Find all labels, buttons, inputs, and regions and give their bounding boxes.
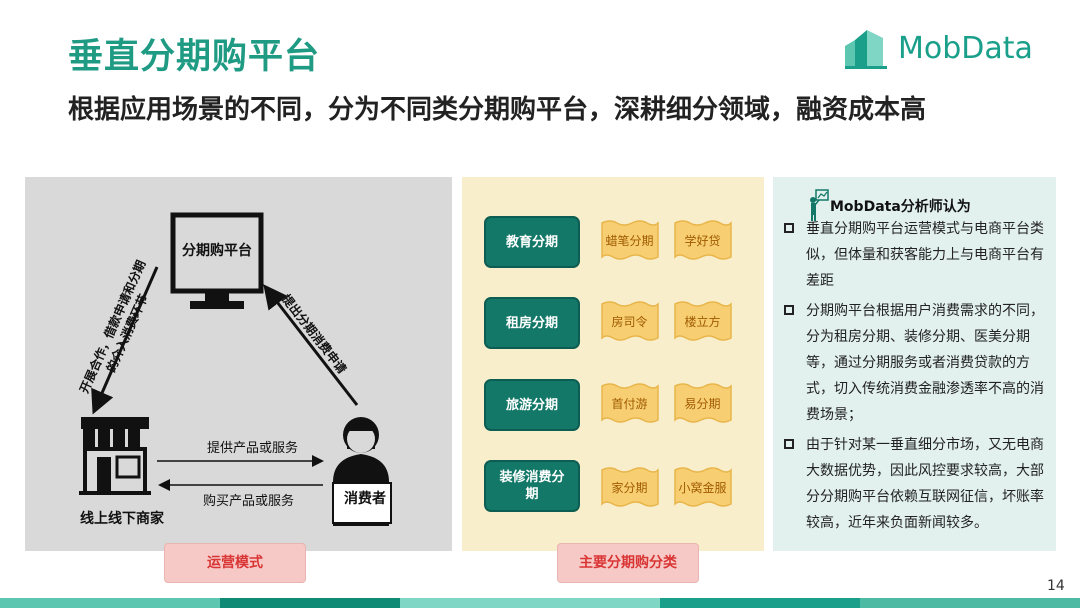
- bullet-square-icon: [784, 432, 794, 458]
- analyst-presenter-icon: [810, 189, 829, 221]
- page-title: 垂直分期购平台: [68, 37, 321, 77]
- analyst-bullet-3: 由于针对某一垂直细分市场，又无电商大数据优势，因此风控要求较高，大部分分期购平台…: [806, 437, 1044, 531]
- logo-text: MobData: [898, 31, 1033, 66]
- analyst-bullet-2: 分期购平台根据用户消费需求的不同，分为租房分期、装修分期、医美分期等，通过分期服…: [806, 303, 1044, 423]
- category-rental: 租房分期: [484, 297, 580, 349]
- brand-scroll: 房司令: [599, 300, 660, 344]
- mobdata-logo-icon: [845, 30, 887, 69]
- buy-products-label: 购买产品或服务: [203, 494, 295, 509]
- monitor-icon: [170, 212, 264, 309]
- operating-model-diagram: [79, 212, 392, 526]
- brand-scroll: 易分期: [672, 382, 733, 426]
- analyst-panel: [773, 177, 1056, 551]
- category-decoration: 装修消费分期: [484, 460, 580, 512]
- operating-model-tag: 运营模式: [164, 543, 306, 583]
- brand-scroll: 蜡笔分期: [599, 219, 660, 263]
- brand-scroll: 小窝金服: [672, 466, 733, 510]
- bullet-square-icon: [784, 216, 794, 242]
- provide-products-label: 提供产品或服务: [207, 441, 299, 456]
- brand-scroll: 楼立方: [672, 300, 733, 344]
- brand-scroll: 首付游: [599, 382, 660, 426]
- analyst-bullet-1: 垂直分期购平台运营模式与电商平台类似，但体量和获客能力上与电商平台有差距: [806, 221, 1044, 289]
- bottom-decorative-strip: [0, 598, 1080, 608]
- bullet-square-icon: [784, 298, 794, 324]
- platform-label: 分期购平台: [182, 243, 252, 259]
- consumer-icon: [332, 417, 392, 526]
- category-travel: 旅游分期: [484, 379, 580, 431]
- analyst-heading: MobData分析师认为: [830, 199, 971, 215]
- merchant-label: 线上线下商家: [80, 511, 164, 527]
- consumer-label: 消费者: [344, 491, 386, 507]
- main-category-tag: 主要分期购分类: [557, 543, 699, 583]
- category-education: 教育分期: [484, 216, 580, 268]
- brand-scroll: 家分期: [599, 466, 660, 510]
- brand-scroll: 学好贷: [672, 219, 733, 263]
- store-icon: [79, 417, 151, 495]
- page-subtitle: 根据应用场景的不同，分为不同类分期购平台，深耕细分领域，融资成本高: [68, 95, 927, 125]
- page-number: 14: [1047, 578, 1065, 594]
